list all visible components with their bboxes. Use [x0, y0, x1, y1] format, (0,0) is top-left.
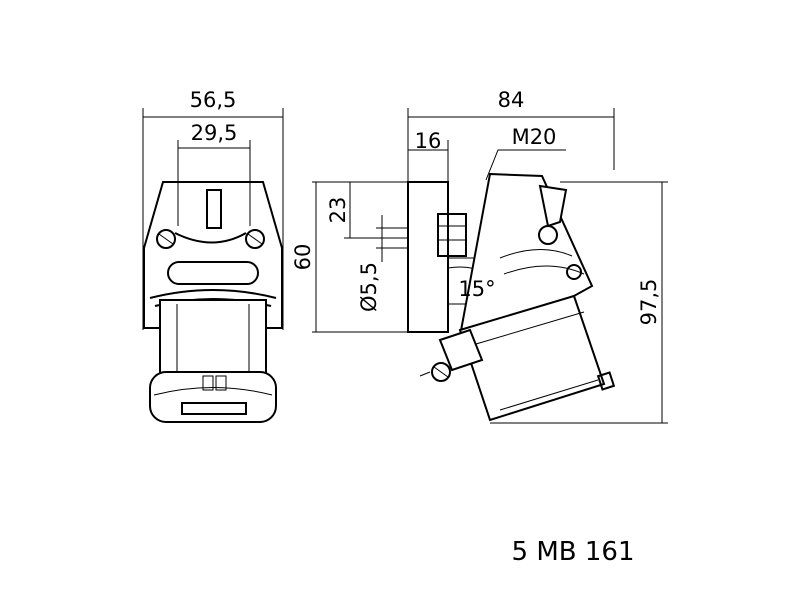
mounting-clip	[437, 213, 467, 257]
dim-16: 16	[415, 129, 442, 153]
front-view	[142, 108, 284, 423]
product-code: 5 MB 161	[512, 537, 635, 567]
hinge-cap	[438, 328, 484, 372]
screw-left-icon	[156, 229, 176, 249]
dim-23: 23	[326, 197, 350, 224]
dim-97-5: 97,5	[637, 279, 661, 326]
dim-84: 84	[498, 88, 525, 112]
dim-60: 60	[291, 244, 315, 271]
dim-angle: 15°	[458, 277, 495, 301]
thread-m20: M20	[512, 125, 557, 149]
screw-right-icon	[245, 229, 265, 249]
cable-gland	[538, 184, 568, 228]
side-view	[312, 108, 668, 424]
m20-leader	[485, 149, 566, 181]
dim-56-5: 56,5	[190, 88, 237, 112]
socket-barrel	[159, 299, 267, 379]
hinge-screw-icon	[431, 362, 451, 382]
dim-29-5: 29,5	[191, 121, 238, 145]
dimension-labels: 56,5 29,5 84 16 M20 60 23 Ø5,5 15° 97,5 …	[190, 88, 661, 567]
dim-diameter: Ø5,5	[357, 262, 381, 312]
key-slot	[181, 402, 247, 415]
latch-slot	[206, 189, 222, 229]
